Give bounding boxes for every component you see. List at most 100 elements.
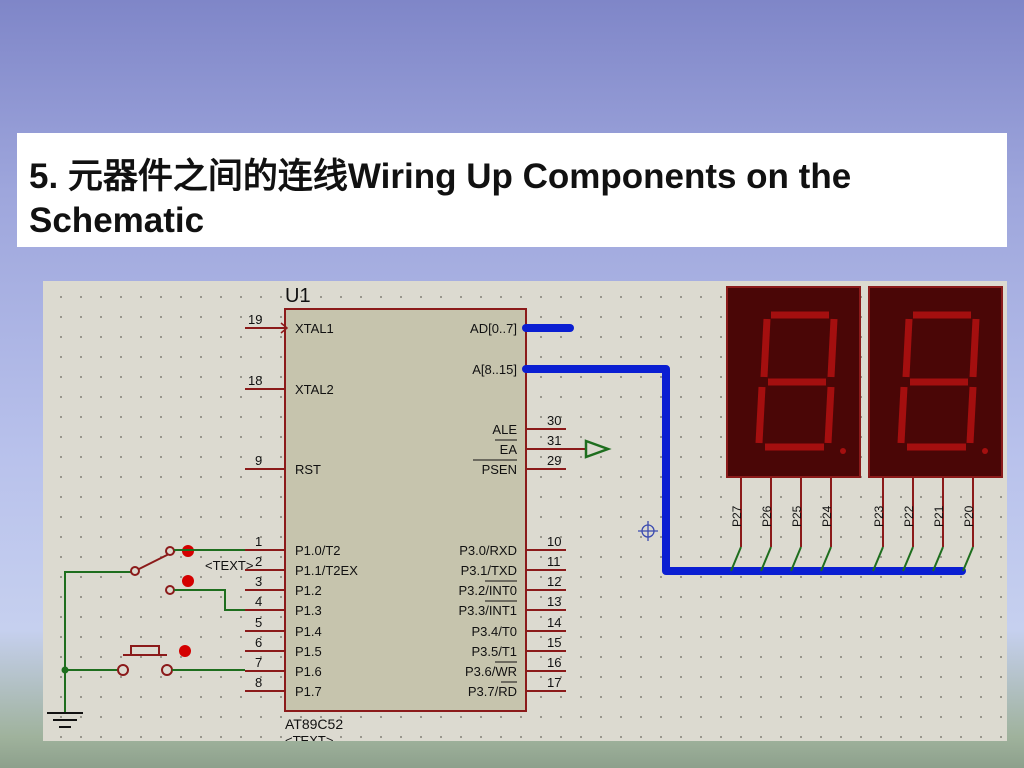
pin-ad-bus-name: AD[0..7] xyxy=(470,321,517,336)
pin-12[interactable]: 12 P3.2/INT0 xyxy=(458,574,566,598)
pin-name: EA xyxy=(500,442,518,457)
display-pin-p26[interactable]: P26 xyxy=(760,478,774,572)
pin-num: 8 xyxy=(255,675,262,690)
spdt-switch[interactable]: <TEXT> xyxy=(130,545,253,595)
pin-18[interactable]: 18 XTAL2 xyxy=(245,373,334,397)
pin-11[interactable]: 11 P3.1/TXD xyxy=(461,554,566,578)
pin-label: P24 xyxy=(820,505,834,527)
pin-1[interactable]: 1 P1.0/T2 xyxy=(245,534,341,558)
pin-num: 12 xyxy=(547,574,561,589)
pin-17[interactable]: 17 P3.7/RD xyxy=(468,675,566,699)
pin-num: 15 xyxy=(547,635,561,650)
switch-text-label: <TEXT> xyxy=(205,558,253,573)
seven-segment-display-left[interactable] xyxy=(726,286,861,478)
pin-5[interactable]: 5 P1.4 xyxy=(245,615,322,639)
pin-name: P3.3/INT1 xyxy=(458,603,517,618)
pin-num: 4 xyxy=(255,594,262,609)
pin-name: P3.7/RD xyxy=(468,684,517,699)
display-pin-p22[interactable]: P22 xyxy=(902,478,916,572)
pin-name: P3.0/RXD xyxy=(459,543,517,558)
u1-part-label: AT89C52 xyxy=(285,716,343,732)
seven-segment-display-right[interactable] xyxy=(868,286,1003,478)
pin-name: P1.3 xyxy=(295,603,322,618)
pin-name: P1.7 xyxy=(295,684,322,699)
display-pin-p20[interactable]: P20 xyxy=(962,478,976,572)
pin-label: P21 xyxy=(932,505,946,527)
pin-num: 19 xyxy=(248,312,262,327)
pin-3[interactable]: 3 P1.2 xyxy=(245,574,322,598)
pin-4[interactable]: 4 P1.3 xyxy=(245,594,322,618)
common-wire[interactable] xyxy=(64,571,131,707)
pin-name: P1.2 xyxy=(295,583,322,598)
pin-30[interactable]: 30 ALE xyxy=(492,413,566,437)
display-pins: P27 P26 P25 P24 P23 xyxy=(730,478,976,572)
pin-num: 31 xyxy=(547,433,561,448)
pin-15[interactable]: 15 P3.5/T1 xyxy=(471,635,566,659)
pin-a-bus-name: A[8..15] xyxy=(472,362,517,377)
pin-label: P22 xyxy=(902,505,916,527)
a-bus-wire[interactable] xyxy=(522,365,966,575)
ground-icon[interactable] xyxy=(47,707,83,728)
schematic-canvas[interactable]: U1 AT89C52 <TEXT> 19 XTAL1 18 XTAL2 9 RS… xyxy=(43,281,1007,741)
pin-label: P25 xyxy=(790,505,804,527)
pin-name: P3.5/T1 xyxy=(471,644,517,659)
pin-name: XTAL1 xyxy=(295,321,334,336)
pin-name: RST xyxy=(295,462,321,477)
pin-num: 10 xyxy=(547,534,561,549)
push-button[interactable] xyxy=(117,645,191,676)
pin-label: P20 xyxy=(962,505,976,527)
u1-right-pins: AD[0..7] A[8..15] 30 ALE 31 EA 29 PSEN xyxy=(458,321,586,699)
slide-title: 5. 元器件之间的连线Wiring Up Components on the S… xyxy=(29,157,852,240)
display-pin-p23[interactable]: P23 xyxy=(872,478,886,572)
pin-8[interactable]: 8 P1.7 xyxy=(245,675,322,699)
pin-num: 29 xyxy=(547,453,561,468)
pin-name: P1.4 xyxy=(295,624,322,639)
pin-name: ALE xyxy=(492,422,517,437)
pin-num: 6 xyxy=(255,635,262,650)
pin-num: 17 xyxy=(547,675,561,690)
pin-num: 3 xyxy=(255,574,262,589)
button-state-indicator xyxy=(179,645,191,657)
pin-16[interactable]: 16 P3.6/WR xyxy=(465,655,566,679)
pin-14[interactable]: 14 P3.4/T0 xyxy=(471,615,566,639)
pin-9[interactable]: 9 RST xyxy=(245,453,321,477)
pin-name: PSEN xyxy=(482,462,517,477)
pin-10[interactable]: 10 P3.0/RXD xyxy=(459,534,566,558)
pin-2[interactable]: 2 P1.1/T2EX xyxy=(245,554,358,578)
display-pin-p25[interactable]: P25 xyxy=(790,478,804,572)
pin-num: 13 xyxy=(547,594,561,609)
pin-name: P3.2/INT0 xyxy=(458,583,517,598)
ea-power-terminal[interactable] xyxy=(584,439,612,459)
pin-num: 9 xyxy=(255,453,262,468)
display-pin-p24[interactable]: P24 xyxy=(820,478,834,572)
pin-31[interactable]: 31 EA xyxy=(495,433,586,457)
crosshair-cursor-icon xyxy=(638,521,658,541)
pin-label: P27 xyxy=(730,505,744,527)
wire-junction xyxy=(61,666,69,674)
pin-6[interactable]: 6 P1.5 xyxy=(245,635,322,659)
pin-label: P23 xyxy=(872,505,886,527)
pin-name: P1.0/T2 xyxy=(295,543,341,558)
pin-29[interactable]: 29 PSEN xyxy=(473,453,566,477)
pin-name: P1.6 xyxy=(295,664,322,679)
pin-7[interactable]: 7 P1.6 xyxy=(245,655,322,679)
u1-part-text: <TEXT> xyxy=(285,733,333,741)
u1-chip-body[interactable] xyxy=(284,308,527,712)
pin-name: P3.6/WR xyxy=(465,664,517,679)
schematic-svg: U1 AT89C52 <TEXT> 19 XTAL1 18 XTAL2 9 RS… xyxy=(47,285,1003,741)
pin-name: P3.4/T0 xyxy=(471,624,517,639)
pin-num: 30 xyxy=(547,413,561,428)
pin-num: 16 xyxy=(547,655,561,670)
pin-19[interactable]: 19 XTAL1 xyxy=(245,312,334,336)
pin-13[interactable]: 13 P3.3/INT1 xyxy=(458,594,566,618)
pin-num: 7 xyxy=(255,655,262,670)
switch-state-indicator xyxy=(182,575,194,587)
pin-num: 18 xyxy=(248,373,262,388)
pin-num: 2 xyxy=(255,554,262,569)
pin-num: 11 xyxy=(547,554,561,569)
pin-name: P1.1/T2EX xyxy=(295,563,358,578)
display-pin-p27[interactable]: P27 xyxy=(730,478,744,572)
pin-name: P1.5 xyxy=(295,644,322,659)
display-pin-p21[interactable]: P21 xyxy=(932,478,946,572)
pin-num: 14 xyxy=(547,615,561,630)
